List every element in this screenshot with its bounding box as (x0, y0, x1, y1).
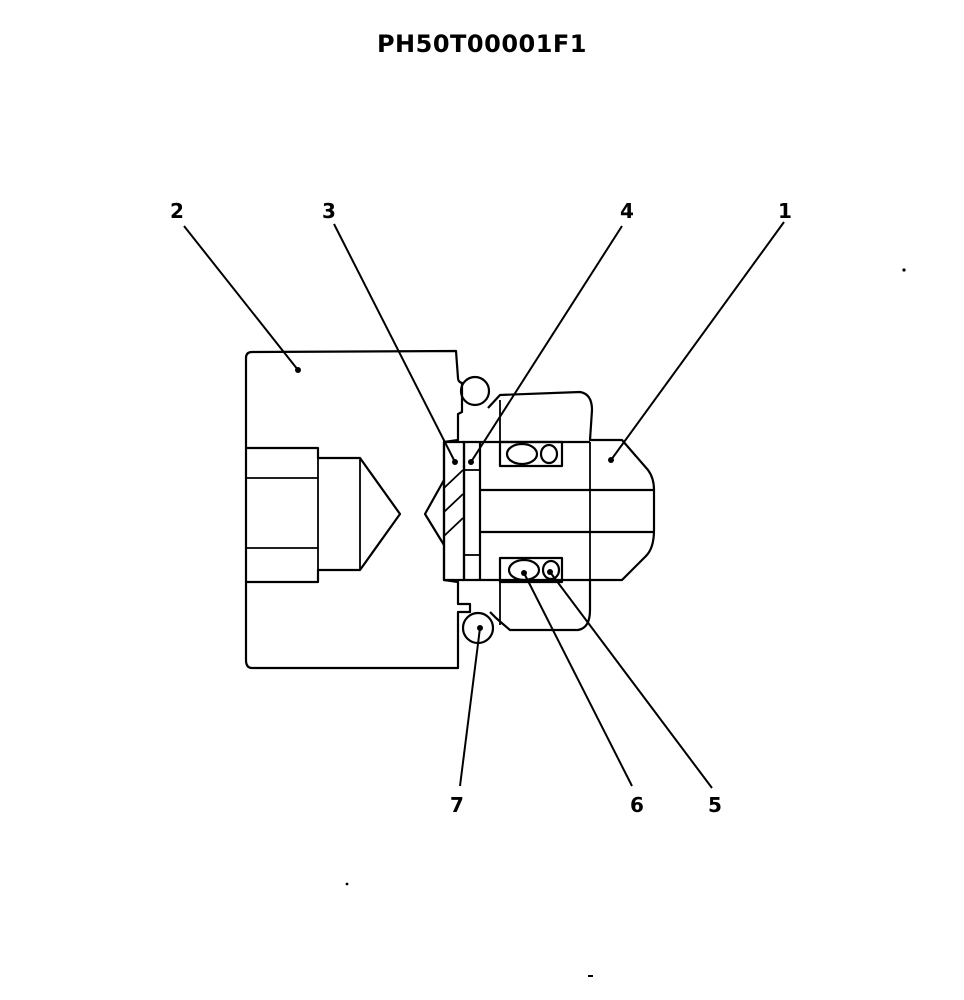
part-2-body (244, 349, 472, 670)
part-5-6-seals (498, 440, 564, 584)
leader-lines (183, 221, 785, 789)
scan-speck (345, 882, 349, 886)
callout-2: 2 (170, 199, 184, 223)
callout-3: 3 (322, 199, 336, 223)
part-4-washer (462, 440, 482, 582)
callout-6: 6 (630, 793, 644, 817)
part-3-seal (423, 440, 466, 582)
callout-1: 1 (778, 199, 792, 223)
drawing-id: PH50T00001F1 (376, 30, 588, 58)
callout-5: 5 (708, 793, 722, 817)
scan-speck (902, 268, 906, 272)
callout-4: 4 (620, 199, 634, 223)
callout-7: 7 (450, 793, 464, 817)
scan-speck (588, 975, 593, 977)
